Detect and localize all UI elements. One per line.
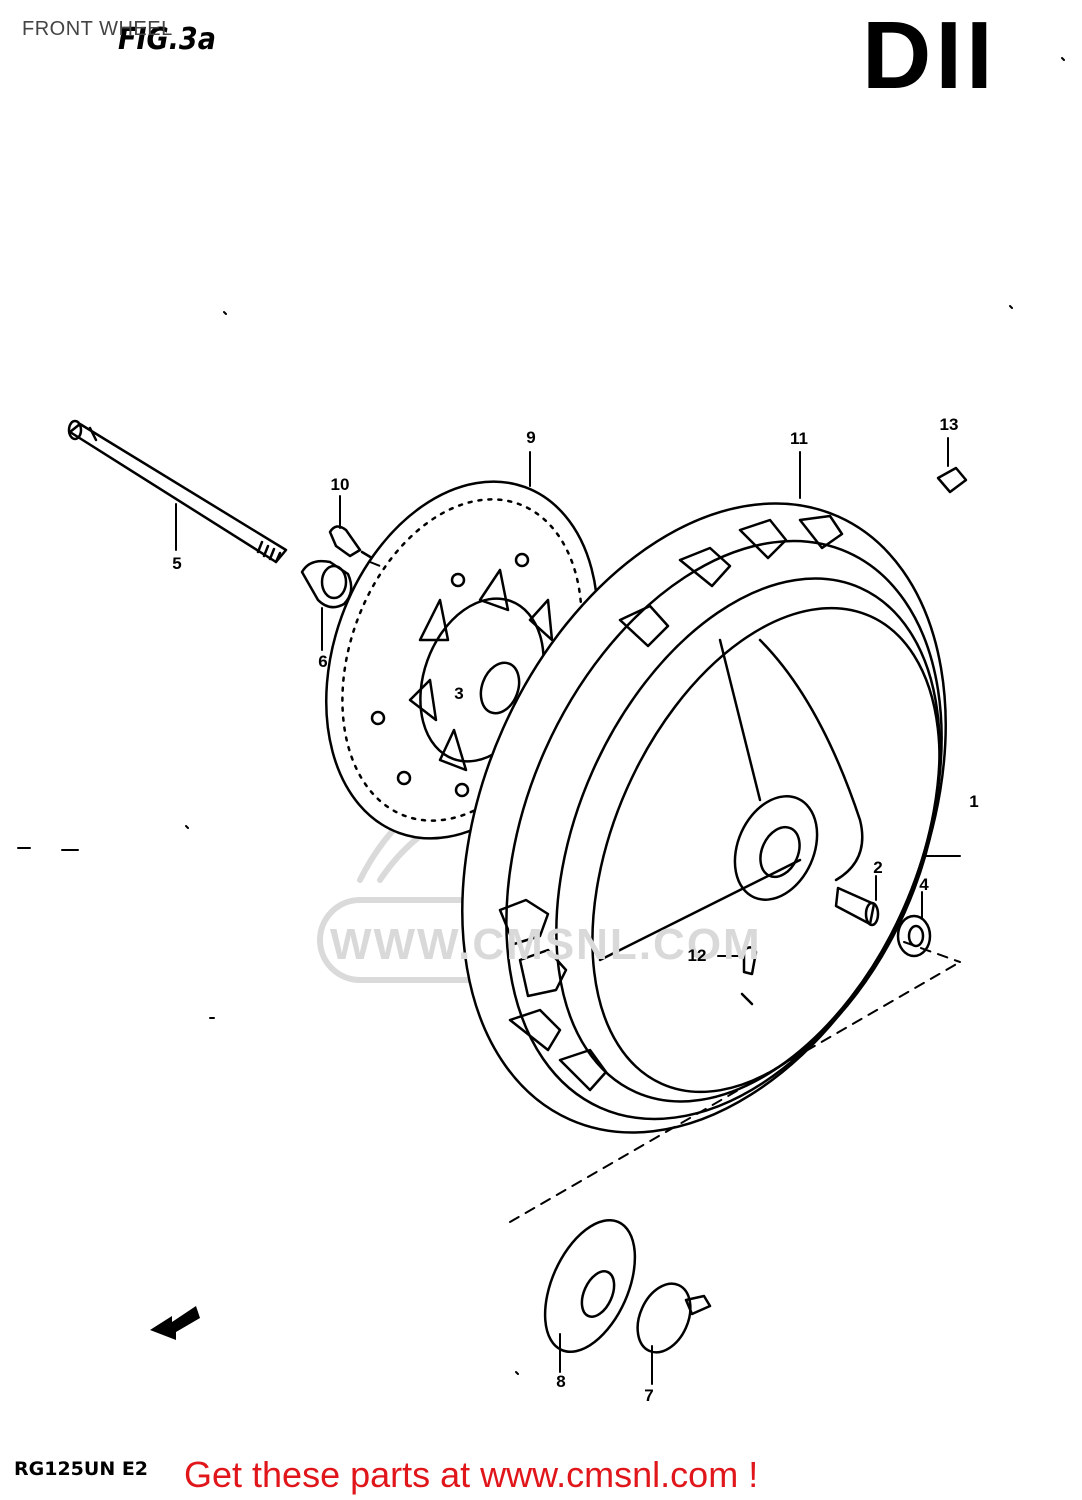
air-valve bbox=[740, 946, 758, 1006]
model-code: RG125UN E2 bbox=[14, 1458, 149, 1480]
page-title: FRONT WHEEL bbox=[22, 18, 173, 40]
callout-7: 7 bbox=[644, 1386, 654, 1405]
alignment-lines bbox=[369, 561, 961, 1223]
footer-parts-link[interactable]: Get these parts at www.cmsnl.com ! bbox=[184, 1454, 759, 1495]
direction-arrow bbox=[150, 1306, 200, 1340]
callout-1: 1 bbox=[969, 792, 979, 811]
speedometer-gearbox bbox=[636, 1282, 712, 1354]
callout-5: 5 bbox=[172, 554, 182, 573]
front-wheel bbox=[461, 502, 947, 1134]
valve-cap bbox=[936, 466, 968, 494]
callout-10: 10 bbox=[330, 475, 350, 494]
callout-9: 9 bbox=[526, 428, 536, 447]
leader-lines bbox=[175, 437, 961, 1385]
disc-bolt bbox=[328, 525, 374, 560]
wheel-spacer bbox=[834, 886, 880, 927]
dust-cover bbox=[543, 1218, 637, 1354]
section-code: DII bbox=[862, 2, 997, 109]
callout-8: 8 bbox=[556, 1372, 566, 1391]
figure-label: FIG.3a bbox=[118, 22, 216, 57]
watermark-text: WWW.CMSNL.COM bbox=[330, 920, 762, 969]
callout-12: 12 bbox=[687, 946, 707, 965]
callout-11: 11 bbox=[790, 429, 808, 448]
spacer-collar bbox=[300, 559, 353, 609]
callout-13: 13 bbox=[939, 415, 959, 434]
callout-4: 4 bbox=[919, 875, 929, 894]
oil-seal bbox=[896, 914, 932, 958]
callout-6: 6 bbox=[318, 652, 328, 671]
callout-2: 2 bbox=[873, 858, 883, 877]
callout-3: 3 bbox=[454, 684, 464, 703]
scan-dots bbox=[17, 57, 1065, 1375]
front-axle bbox=[67, 419, 288, 564]
